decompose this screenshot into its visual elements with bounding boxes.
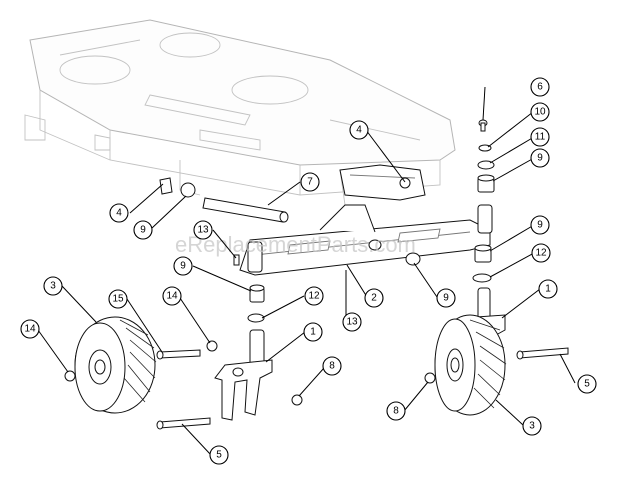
callout-9: 9	[133, 220, 153, 240]
callout-9: 9	[530, 215, 550, 235]
svg-text:14: 14	[166, 291, 178, 302]
svg-text:14: 14	[24, 324, 36, 335]
callout-5: 5	[209, 445, 229, 465]
watermark-text: eReplacementParts.com	[175, 232, 416, 257]
callout-15: 15	[108, 289, 128, 309]
left-caster-fork	[214, 329, 273, 421]
callout-6: 6	[530, 77, 550, 97]
svg-text:9: 9	[537, 220, 543, 231]
callout-9: 9	[436, 288, 456, 308]
svg-text:1: 1	[545, 284, 551, 295]
callout-14: 14	[162, 286, 182, 306]
svg-text:3: 3	[50, 281, 56, 292]
svg-text:2: 2	[371, 293, 377, 304]
callout-13: 13	[342, 312, 362, 332]
callout-14: 14	[20, 319, 40, 339]
svg-text:11: 11	[535, 132, 546, 143]
callout-8: 8	[386, 401, 406, 421]
svg-text:1: 1	[310, 327, 316, 338]
hardware-stack-left	[233, 254, 265, 323]
callout-4: 4	[109, 203, 129, 223]
callout-3: 3	[43, 276, 63, 296]
pivot-rod	[202, 197, 289, 223]
right-wheel	[424, 314, 507, 416]
svg-text:13: 13	[197, 225, 209, 236]
callout-7: 7	[300, 172, 320, 192]
svg-text:12: 12	[535, 248, 547, 259]
leader-lines	[37, 86, 576, 456]
svg-text:7: 7	[307, 177, 313, 188]
callout-5: 5	[577, 374, 597, 394]
svg-text:10: 10	[534, 107, 546, 118]
svg-text:5: 5	[216, 450, 222, 461]
callout-12: 12	[531, 243, 551, 263]
callout-10: 10	[530, 102, 550, 122]
svg-text:13: 13	[346, 317, 358, 328]
svg-text:8: 8	[329, 361, 335, 372]
bolts-and-nuts	[156, 340, 569, 430]
hardware-stack-right	[405, 119, 495, 283]
svg-text:9: 9	[443, 293, 449, 304]
svg-text:9: 9	[537, 153, 543, 164]
svg-text:9: 9	[140, 225, 146, 236]
svg-text:9: 9	[180, 261, 186, 272]
callout-2: 2	[364, 288, 384, 308]
callout-11: 11	[530, 127, 550, 147]
callout-1: 1	[538, 279, 558, 299]
callout-13: 13	[193, 220, 213, 240]
callout-12: 12	[304, 286, 324, 306]
svg-text:5: 5	[584, 379, 590, 390]
callout-1: 1	[303, 322, 323, 342]
left-wheel	[64, 316, 157, 414]
front-axle	[239, 204, 493, 276]
svg-text:4: 4	[356, 125, 362, 136]
callout-4: 4	[349, 120, 369, 140]
callout-9: 9	[530, 148, 550, 168]
svg-text:12: 12	[308, 291, 320, 302]
pivot-bracket	[159, 164, 426, 201]
callout-9: 9	[173, 256, 193, 276]
svg-text:8: 8	[393, 406, 399, 417]
svg-text:3: 3	[529, 421, 535, 432]
svg-text:15: 15	[112, 294, 124, 305]
mower-deck	[24, 19, 456, 206]
callout-3: 3	[522, 416, 542, 436]
svg-text:6: 6	[537, 82, 543, 93]
svg-text:4: 4	[116, 208, 122, 219]
callout-8: 8	[322, 356, 342, 376]
